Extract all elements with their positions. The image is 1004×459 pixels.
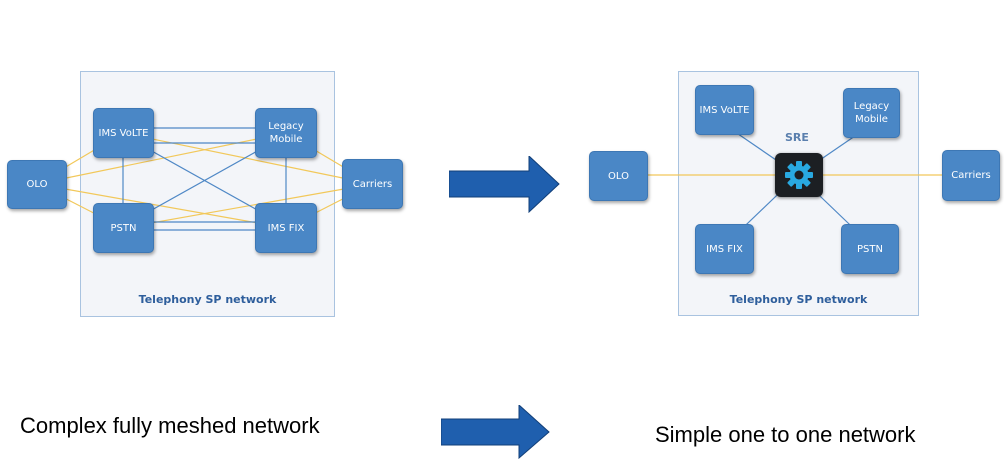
node-ims-fix-right: IMS FIX bbox=[695, 224, 754, 274]
node-legacy-mobile-left: Legacy Mobile bbox=[255, 108, 317, 158]
caption-complex-network: Complex fully meshed network bbox=[20, 413, 320, 438]
node-olo-right: OLO bbox=[589, 151, 648, 201]
sre-label: SRE bbox=[785, 131, 809, 144]
transition-arrow-bottom bbox=[441, 405, 550, 459]
link-pstn-carriers bbox=[122, 183, 373, 229]
node-olo-left: OLO bbox=[7, 160, 67, 209]
node-carriers-left: Carriers bbox=[342, 159, 403, 209]
right-network-label: Telephony SP network bbox=[729, 293, 868, 306]
caption-simple-network: Simple one to one network bbox=[655, 422, 916, 447]
node-legacy-mobile-right: Legacy Mobile bbox=[843, 88, 900, 138]
left-network-label: Telephony SP network bbox=[138, 293, 277, 306]
node-carriers-right: Carriers bbox=[942, 150, 1000, 201]
node-pstn-left: PSTN bbox=[93, 203, 154, 253]
link-imsvolte-carriers bbox=[122, 132, 373, 185]
node-ims-volte-left: IMS VoLTE bbox=[93, 108, 154, 158]
gear-icon bbox=[785, 161, 813, 189]
node-ims-volte-right: IMS VoLTE bbox=[695, 85, 754, 135]
node-pstn-right: PSTN bbox=[841, 224, 899, 274]
transition-arrow-top bbox=[449, 156, 560, 213]
sre-hub bbox=[775, 153, 823, 197]
link-olo-imsfix bbox=[36, 183, 287, 229]
link-olo-legacymobile bbox=[36, 132, 287, 185]
node-ims-fix-left: IMS FIX bbox=[255, 203, 317, 253]
